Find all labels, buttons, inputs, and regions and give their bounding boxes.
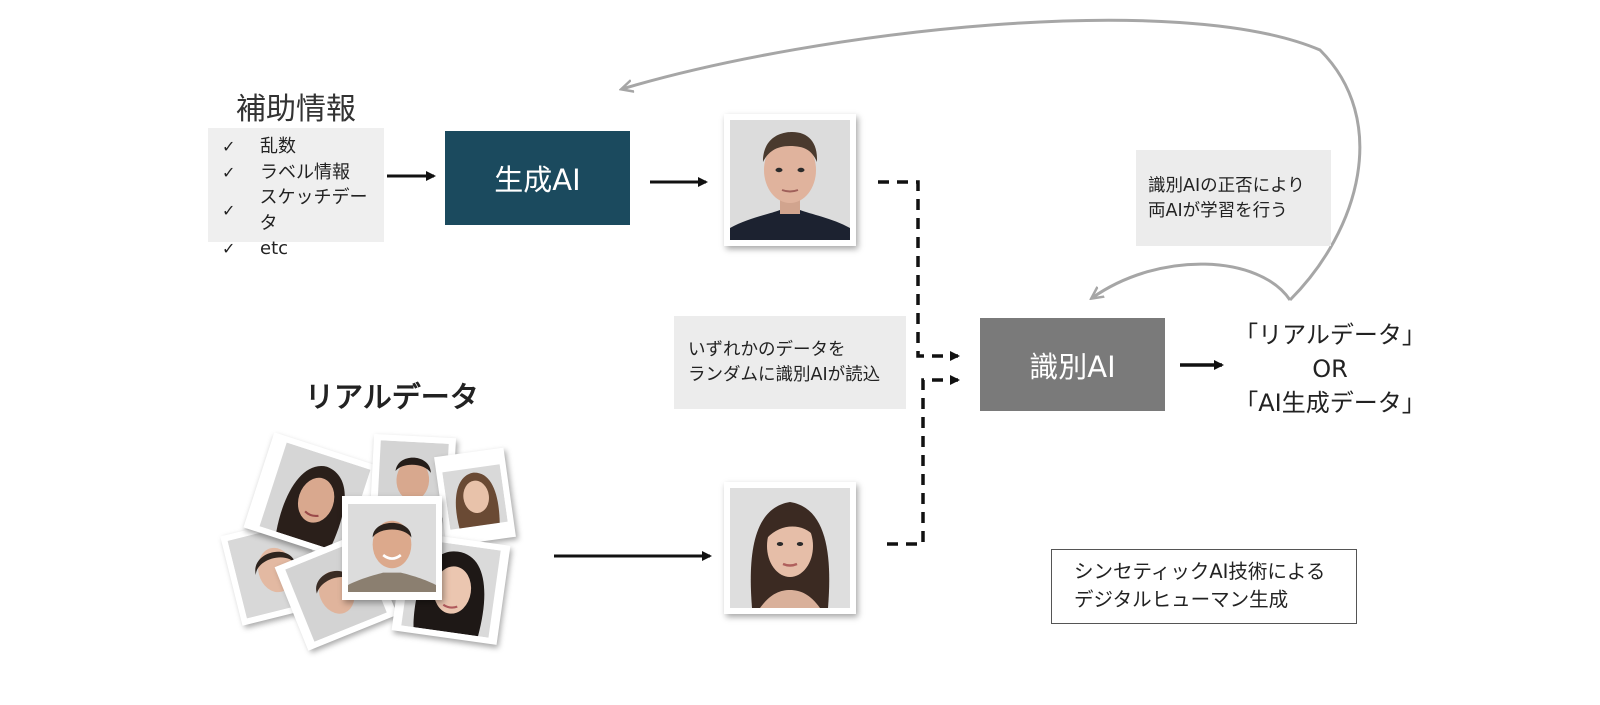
discrimination-result: 「リアルデータ」 OR 「AI生成データ」 — [1215, 318, 1445, 420]
training-note: 識別AIの正否により 両AIが学習を行う — [1136, 150, 1331, 246]
caption-box: シンセティックAI技術による デジタルヒューマン生成 — [1051, 549, 1357, 624]
check-icon: ✓ — [222, 200, 236, 220]
auxiliary-list: ✓ 乱数 ✓ ラベル情報 ✓ スケッチデータ ✓ etc — [208, 128, 384, 262]
random-note-line: ランダムに識別AIが読込 — [688, 365, 881, 385]
list-item-label: スケッチデータ — [259, 187, 368, 234]
face-photo-stack-icon — [220, 428, 526, 651]
list-item: ✓ etc — [222, 236, 384, 262]
check-icon: ✓ — [222, 162, 236, 182]
face-photo-icon — [342, 496, 442, 600]
list-item-label: etc — [260, 238, 289, 259]
list-item: ✓ ラベル情報 — [222, 160, 384, 186]
result-or: OR — [1312, 355, 1348, 383]
result-ai-data: 「AI生成データ」 — [1234, 389, 1426, 417]
discriminator-box: 識別AI — [980, 318, 1165, 411]
feedback-arrow-to-generator — [622, 18, 1362, 302]
caption-line: シンセティックAI技術による — [1074, 560, 1326, 583]
dashed-arrow-real-to-discriminator — [887, 375, 960, 546]
real-data-title: リアルデータ — [305, 380, 479, 414]
caption-line: デジタルヒューマン生成 — [1074, 588, 1289, 611]
random-note-line: いずれかのデータを — [688, 340, 846, 360]
face-photo-icon — [434, 447, 516, 547]
training-note-line: 識別AIの正否により — [1148, 176, 1305, 196]
check-icon: ✓ — [222, 137, 236, 156]
auxiliary-list-box: ✓ 乱数 ✓ ラベル情報 ✓ スケッチデータ ✓ etc — [208, 128, 384, 259]
female-face-photo-icon — [724, 482, 856, 614]
training-note-line: 両AIが学習を行う — [1148, 201, 1288, 221]
random-read-note: いずれかのデータを ランダムに識別AIが読込 — [674, 316, 906, 409]
list-item-label: ラベル情報 — [260, 161, 350, 183]
male-face-photo-icon — [724, 114, 856, 246]
list-item: ✓ スケッチデータ — [222, 185, 384, 236]
check-icon: ✓ — [222, 239, 236, 258]
dashed-arrow-generated-to-discriminator — [878, 180, 960, 361]
auxiliary-title: 補助情報 — [236, 92, 356, 127]
generator-box: 生成AI — [445, 131, 630, 225]
list-item: ✓ 乱数 — [222, 134, 384, 160]
result-real-data: 「リアルデータ」 — [1234, 321, 1426, 349]
face-photo-icon — [369, 433, 457, 519]
feedback-arrow-to-discriminator — [1092, 262, 1292, 301]
list-item-label: 乱数 — [260, 136, 296, 157]
